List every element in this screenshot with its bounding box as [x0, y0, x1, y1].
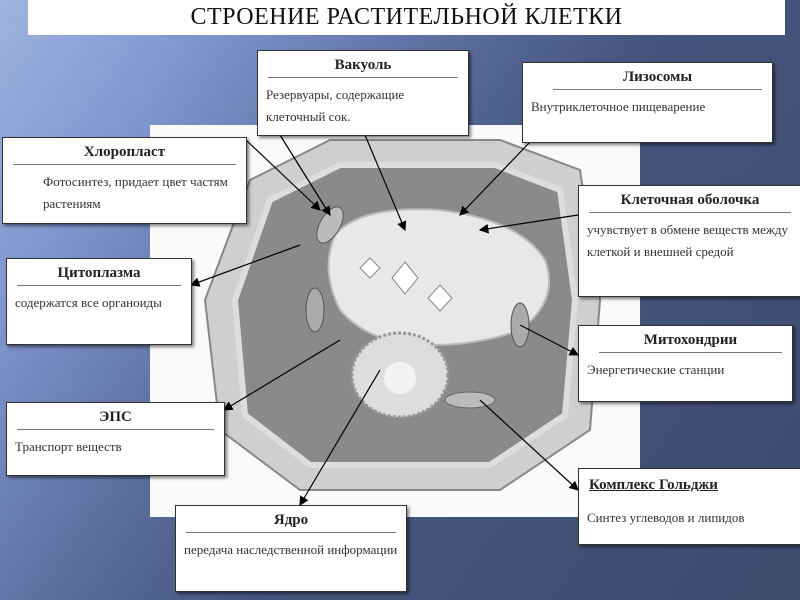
label-box-mitochondria: Митохондрии Энергетические станции	[578, 325, 793, 402]
mitochondria-description: Энергетические станции	[587, 362, 725, 377]
golgi-shape	[444, 391, 496, 409]
crystal-shape	[391, 261, 419, 295]
chloroplast-shape	[316, 206, 344, 244]
slide-title: СТРОЕНИЕ РАСТИТЕЛЬНОЙ КЛЕТКИ	[28, 0, 785, 35]
er-title: ЭПС	[17, 409, 214, 430]
label-box-nucleus: Ядро передача наследственной информации	[175, 505, 407, 592]
nucleolus-shape	[384, 362, 416, 394]
pointer-arrows	[189, 134, 580, 507]
nucleus-title: Ядро	[186, 512, 396, 533]
nucleus-description: передача наследственной информации	[184, 542, 398, 557]
cell-wall-title: Клеточная оболочка	[589, 192, 791, 213]
mitochondria-title: Митохондрии	[599, 332, 782, 353]
label-box-vacuole: Вакуоль Резервуары, содержащие клеточный…	[257, 50, 469, 136]
lysosomes-description: Внутриклеточное пищеварение	[531, 99, 706, 114]
er-description: Транспорт веществ	[15, 439, 122, 454]
label-box-chloroplast: Хлоропласт Фотосинтез, придает цвет част…	[2, 137, 247, 224]
crystal-shape	[427, 284, 453, 312]
golgi-title: Комплекс Гольджи	[589, 477, 718, 493]
chloroplast-description: Фотосинтез, придает цвет частям растения…	[43, 174, 228, 211]
vacuole-description: Резервуары, содержащие клеточный сок.	[266, 87, 405, 124]
cytoplasm-description: содержатся все органоиды	[15, 295, 162, 310]
label-box-cytoplasm: Цитоплазма содержатся все органоиды	[6, 258, 192, 345]
vacuole-title: Вакуоль	[268, 57, 458, 78]
chloroplast-shape	[305, 287, 325, 333]
label-box-er: ЭПС Транспорт веществ	[6, 402, 225, 476]
label-box-cell-wall: Клеточная оболочка учувствует в обмене в…	[578, 185, 800, 297]
label-box-lysosomes: Лизосомы Внутриклеточное пищеварение	[522, 62, 773, 143]
label-box-golgi: Комплекс Гольджи Синтез углеводов и липи…	[578, 468, 800, 545]
chloroplast-title: Хлоропласт	[13, 144, 236, 165]
cytoplasm-title: Цитоплазма	[17, 265, 181, 286]
golgi-description: Синтез углеводов и липидов	[587, 510, 745, 525]
crystal-shape	[359, 257, 381, 279]
cell-wall-description: учувствует в обмене веществ между клетко…	[587, 222, 788, 259]
lysosomes-title: Лизосомы	[553, 69, 762, 90]
